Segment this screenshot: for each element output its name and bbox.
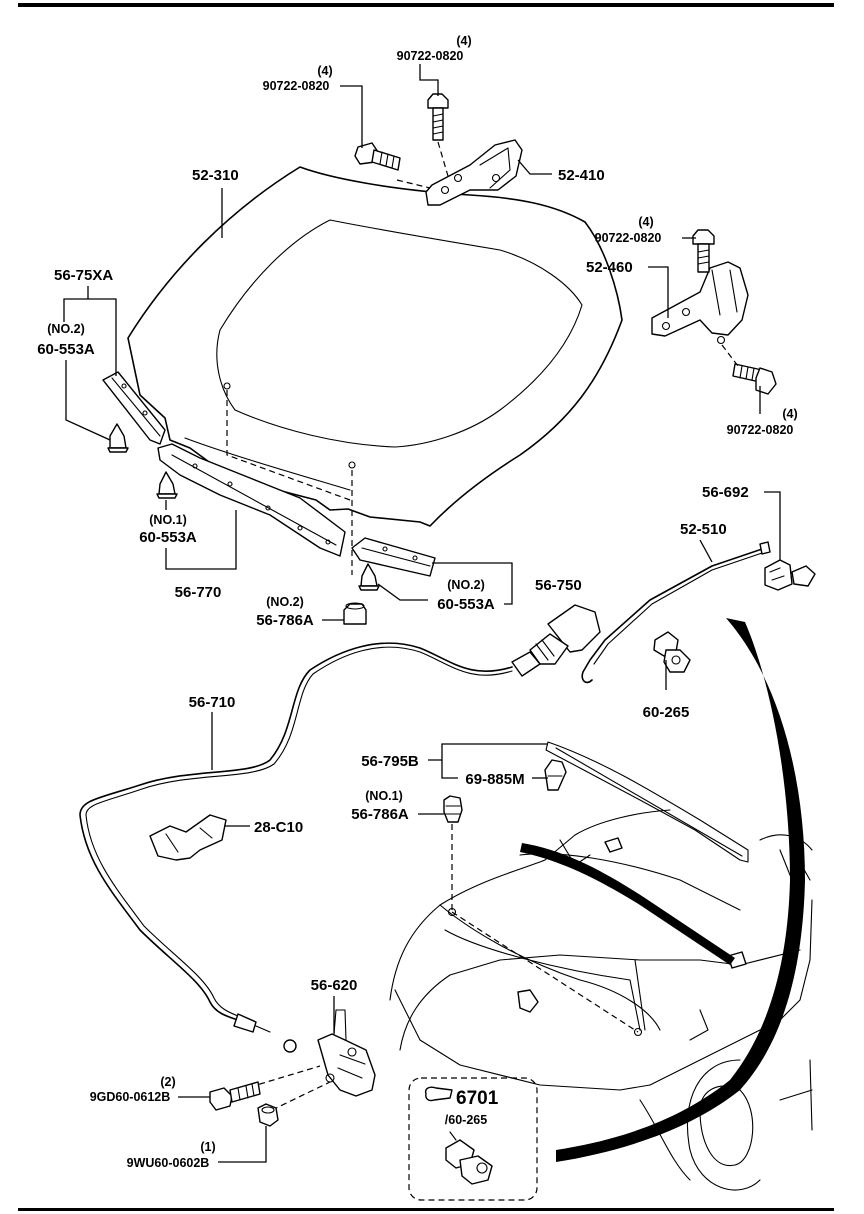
- label-retainer-clip: 69-885M: [465, 771, 524, 788]
- label-clip-no2-a-qual: (NO.2): [47, 322, 85, 336]
- latch-bolt: [209, 1081, 261, 1111]
- reference-box: [408, 1077, 538, 1201]
- bottom-border: [18, 1208, 834, 1211]
- label-cable-clip: 28-C10: [254, 819, 303, 836]
- label-hinge-right: 52-460: [586, 259, 633, 276]
- label-cushion-no1-qual: (NO.1): [365, 789, 403, 803]
- label-latch-nut-qty: (1): [200, 1140, 215, 1154]
- cushion-no2: [343, 602, 367, 625]
- hood-hinge-left: [425, 139, 523, 206]
- label-seal-front: 56-770: [175, 584, 222, 601]
- label-bolt-top: 90722-0820: [397, 49, 464, 63]
- label-latch-bolt-qty: (2): [160, 1075, 175, 1089]
- prop-rod-clip: [653, 631, 691, 673]
- prop-rod: [581, 541, 771, 684]
- clip-no2-left: [107, 423, 129, 453]
- label-bolt-right-lower-qty: (4): [782, 407, 797, 421]
- label-bolt-right-upper-qty: (4): [638, 215, 653, 229]
- label-ref-number: 6701: [456, 1088, 499, 1109]
- label-prop-rod-holder: 56-692: [702, 484, 749, 501]
- seal-front: [157, 443, 346, 557]
- label-clip-no2-b-qual: (NO.2): [447, 578, 485, 592]
- bolt-right-lower: [732, 363, 777, 395]
- retainer-clip: [544, 759, 567, 791]
- label-clip-no2-a: 60-553A: [37, 341, 95, 358]
- label-prop-clip: 60-265: [643, 704, 690, 721]
- hood-hinge-right: [651, 261, 749, 345]
- bolt-left: [354, 142, 401, 171]
- cable-clip: [149, 814, 227, 861]
- hood-panel: [127, 166, 623, 527]
- label-bolt-left: 90722-0820: [263, 79, 330, 93]
- label-cushion-no2: 56-786A: [256, 612, 314, 629]
- cushion-no1: [443, 795, 463, 823]
- top-border: [18, 3, 834, 7]
- clip-no2-right: [358, 563, 380, 591]
- label-release-cable: 56-710: [189, 694, 236, 711]
- label-clip-no1: 60-553A: [139, 529, 197, 546]
- label-bolt-right-upper: 90722-0820: [595, 231, 662, 245]
- label-rod-retainer: 56-795B: [361, 753, 419, 770]
- cable-end: [283, 1039, 297, 1053]
- label-hinge-left: 52-410: [558, 167, 605, 184]
- latch-nut: [257, 1103, 279, 1127]
- label-cushion-no2-qual: (NO.2): [266, 595, 304, 609]
- part-labels: 52-310 (4) 90722-0820 (4) 90722-0820 52-…: [37, 34, 797, 1170]
- label-ref-sub: /60-265: [445, 1113, 487, 1127]
- hood-seal-strip: [520, 843, 735, 965]
- label-hood-latch: 56-620: [311, 977, 358, 994]
- rod-retainer: [545, 741, 749, 863]
- hood-release-cable: [79, 642, 513, 1033]
- label-clip-no2-b: 60-553A: [437, 596, 495, 613]
- label-prop-rod: 52-510: [680, 521, 727, 538]
- bolt-top: [427, 93, 449, 141]
- weatherstrip: [556, 618, 805, 1162]
- car-body: [389, 809, 813, 1191]
- label-bolt-top-qty: (4): [456, 34, 471, 48]
- label-clip-no1-qual: (NO.1): [149, 513, 187, 527]
- hand-pointer-icon: [424, 1086, 453, 1102]
- label-seal-left: 56-75XA: [54, 267, 113, 284]
- label-hood: 52-310: [192, 167, 239, 184]
- label-seal-right: 56-750: [535, 577, 582, 594]
- label-latch-bolt: 9GD60-0612B: [90, 1090, 171, 1104]
- hood-latch: [317, 1009, 376, 1097]
- label-bolt-left-qty: (4): [317, 64, 332, 78]
- release-handle: [511, 604, 601, 677]
- seal-right: [351, 537, 436, 577]
- clip-no1: [156, 471, 178, 499]
- label-latch-nut: 9WU60-0602B: [127, 1156, 210, 1170]
- label-cushion-no1: 56-786A: [351, 806, 409, 823]
- bolt-right-upper: [692, 229, 715, 273]
- label-bolt-right-lower: 90722-0820: [727, 423, 794, 437]
- prop-rod-holder: [764, 559, 816, 591]
